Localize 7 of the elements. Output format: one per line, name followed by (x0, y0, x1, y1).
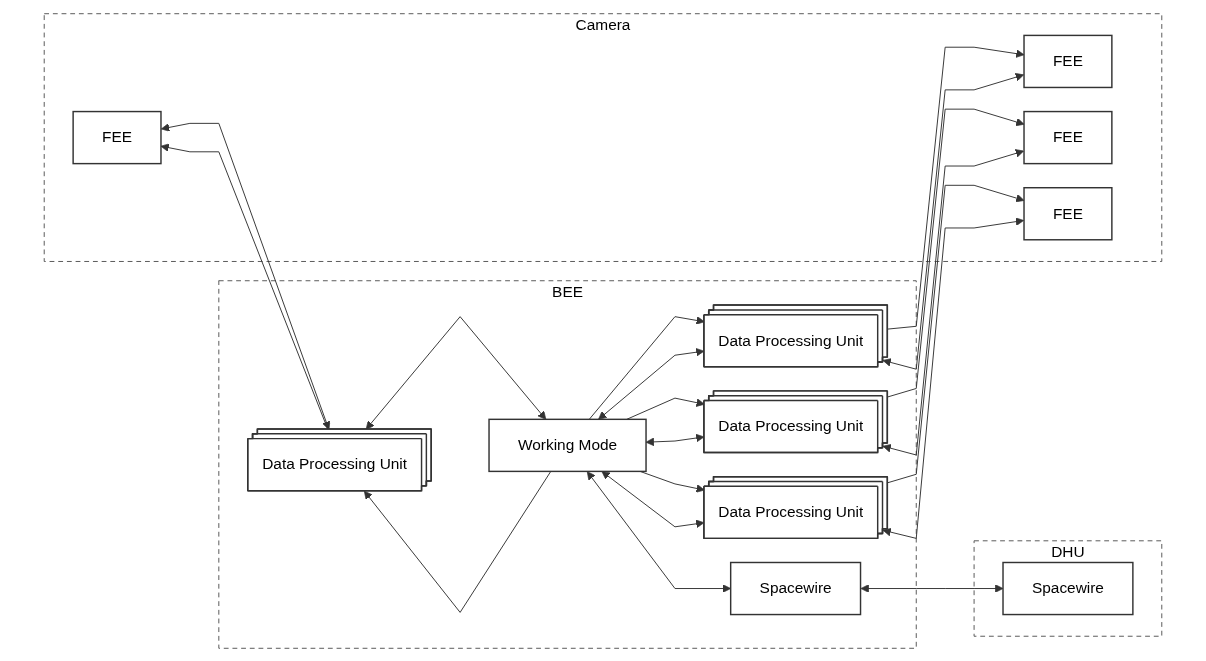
node-box: Spacewire (1002, 561, 1134, 615)
node-box: FEE (1023, 110, 1113, 164)
node-box: Working Mode (488, 418, 647, 472)
node-box: Spacewire (729, 561, 862, 615)
node-box: FEE (1023, 34, 1113, 88)
node-box: FEE (72, 110, 162, 164)
node-box: FEE (1023, 186, 1113, 240)
